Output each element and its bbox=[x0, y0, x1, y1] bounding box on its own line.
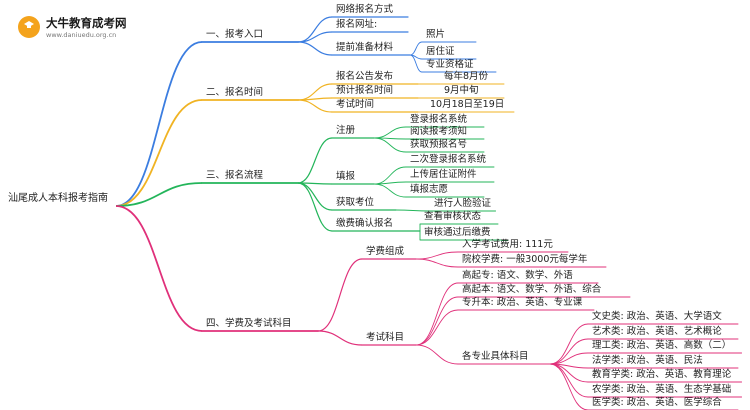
node-2-3-1: 审核通过后缴费 bbox=[424, 227, 491, 238]
node-3-1-3-3: 法学类: 政治、英语、民法 bbox=[592, 355, 703, 366]
connector-3-1 bbox=[317, 330, 363, 346]
connector-0-2-2 bbox=[409, 54, 423, 73]
node-2-0-1: 阅读报考须知 bbox=[410, 126, 468, 137]
connector-3-0-1 bbox=[415, 258, 459, 268]
node-3-1-3: 各专业具体科目 bbox=[462, 351, 529, 362]
node-3-1-3-1: 艺术类: 政治、英语、艺术概论 bbox=[592, 326, 722, 337]
connector-2-3 bbox=[297, 182, 333, 232]
node-1-2-0: 10月18日至19日 bbox=[430, 99, 505, 110]
node-2-0-0: 登录报名系统 bbox=[410, 114, 468, 125]
connector-3-0-0 bbox=[415, 251, 459, 260]
node-3-1-3-6: 医学类: 政治、英语、医学综合 bbox=[592, 397, 722, 408]
connector-3-1-0 bbox=[415, 282, 459, 346]
connector-3-1-3-6 bbox=[549, 363, 589, 410]
connector-0-2 bbox=[297, 41, 333, 56]
connector-3-1-2 bbox=[415, 309, 459, 346]
node-3-1-3-0: 文史类: 政治、英语、大学语文 bbox=[592, 311, 722, 322]
node-3-0-0: 入学考试费用: 111元 bbox=[462, 239, 553, 250]
connector-branch-2 bbox=[115, 182, 203, 207]
node-1-2: 考试时间 bbox=[336, 99, 375, 110]
brand-name: 大牛教育成考网 bbox=[46, 16, 127, 30]
node-3-1-2: 专升本: 政治、英语、专业课 bbox=[462, 297, 583, 308]
node-2-0: 注册 bbox=[336, 125, 356, 136]
node-3-1: 考试科目 bbox=[366, 332, 405, 343]
node-0-1: 报名网址: bbox=[336, 19, 378, 30]
graduation-cap-icon bbox=[24, 21, 34, 28]
node-3-0-1: 院校学费: 一般3000元每学年 bbox=[462, 254, 588, 265]
branch-2: 三、报名流程 bbox=[206, 170, 264, 181]
connector-3-0 bbox=[317, 258, 363, 332]
branch-3: 四、学费及考试科目 bbox=[206, 318, 292, 329]
branch-0: 一、报考入口 bbox=[206, 29, 264, 40]
connector-1-2 bbox=[297, 99, 333, 113]
node-3-1-3-2: 理工类: 政治、英语、高数（二） bbox=[592, 340, 732, 351]
node-1-0: 报名公告发布 bbox=[336, 71, 394, 82]
node-3-1-3-4: 教育学类: 政治、英语、教育理论 bbox=[592, 369, 732, 380]
connector-0-2-0 bbox=[409, 41, 423, 56]
connector-3-1-3-1 bbox=[549, 338, 589, 365]
connector-branch-0 bbox=[115, 41, 203, 207]
node-3-1-0: 高起专: 语文、数学、外语 bbox=[462, 270, 573, 281]
connector-0-0 bbox=[297, 16, 333, 43]
node-0-2-0: 照片 bbox=[426, 29, 446, 40]
node-3-1-1: 高起本: 语文、数学、外语、综合 bbox=[462, 284, 602, 295]
connector-3-1-1 bbox=[415, 296, 459, 346]
connector-3-1-3-5 bbox=[549, 363, 589, 398]
connector-2-1-2 bbox=[373, 183, 407, 198]
node-0-0: 网络报名方式 bbox=[336, 4, 394, 15]
node-3-0: 学费组成 bbox=[366, 246, 405, 257]
connector-3-1-3-4 bbox=[549, 363, 589, 383]
connector-2-0-2 bbox=[373, 137, 407, 153]
node-1-1-0: 9月中旬 bbox=[444, 85, 479, 96]
node-0-2-2: 专业资格证 bbox=[426, 59, 474, 70]
node-2-1-0: 二次登录报名系统 bbox=[410, 154, 487, 165]
connector-branch-1 bbox=[115, 99, 203, 207]
connector-2-2-0 bbox=[395, 209, 431, 212]
connector-2-0 bbox=[297, 137, 333, 184]
node-3-1-3-5: 农学类: 政治、英语、生态学基础 bbox=[592, 384, 732, 395]
connector-branch-3 bbox=[115, 205, 203, 332]
node-0-2-1: 居住证 bbox=[426, 46, 455, 57]
branch-1: 二、报名时间 bbox=[206, 87, 264, 98]
connector-3-1-3-0 bbox=[549, 323, 589, 365]
connector-2-0-0 bbox=[373, 126, 407, 139]
node-2-1-1: 上传居住证附件 bbox=[410, 169, 477, 180]
connector-3-1-3 bbox=[415, 344, 459, 365]
node-2-3: 缴费确认报名 bbox=[336, 218, 394, 229]
node-2-2-0: 进行人脸验证 bbox=[434, 198, 492, 209]
node-1-0-0: 每年8月份 bbox=[444, 71, 489, 82]
node-2-3-0: 查看审核状态 bbox=[424, 211, 482, 222]
node-0-2: 提前准备材料 bbox=[336, 42, 394, 53]
node-2-1: 填报 bbox=[336, 171, 356, 182]
node-2-1-2: 填报志愿 bbox=[410, 184, 449, 195]
root-node: 汕尾成人本科报考指南 bbox=[8, 193, 108, 204]
brand-url: www.daniuedu.org.cn bbox=[46, 31, 117, 39]
node-2-2: 获取考位 bbox=[336, 197, 375, 208]
connector-2-1-0 bbox=[373, 166, 407, 185]
node-2-0-2: 获取预报名号 bbox=[410, 139, 468, 150]
node-1-1: 预计报名时间 bbox=[336, 85, 394, 96]
